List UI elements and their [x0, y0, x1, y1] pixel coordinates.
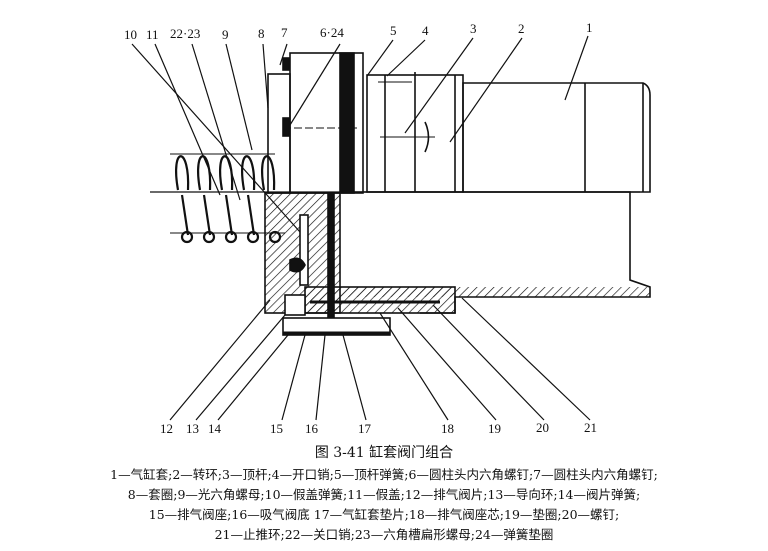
part-label: 5	[390, 23, 397, 38]
part-label: 10	[124, 27, 137, 42]
part-label: 19	[488, 421, 501, 436]
valve-assembly-drawing: 10 11 22·23 9 8 7 6·24 5 4 3 2 1 12 13 1…	[124, 20, 651, 436]
part-label: 9	[222, 27, 229, 42]
part-label: 11	[146, 27, 159, 42]
legend-line: 21—止推环;22—关口销;23—六角槽扁形螺母;24—弹簧垫圈	[214, 527, 554, 542]
part-label: 16	[305, 421, 319, 436]
part-label: 3	[470, 21, 477, 36]
legend-line: 8—套圈;9—光六角螺母;10—假盖弹簧;11—假盖;12—排气阀片;13—导向…	[127, 487, 641, 502]
part-label: 14	[208, 421, 222, 436]
part-label: 18	[441, 421, 454, 436]
rotary-ring	[366, 72, 464, 193]
part-labels-top: 10 11 22·23 9 8 7 6·24 5 4 3 2 1	[124, 20, 593, 42]
part-label: 1	[586, 20, 593, 35]
part-labels-bottom: 12 13 14 15 16 17 18 19 20 21	[160, 420, 597, 436]
part-label: 12	[160, 421, 173, 436]
flange-block	[267, 52, 364, 194]
part-label: 8	[258, 26, 265, 41]
part-label: 13	[186, 421, 199, 436]
part-label: 2	[518, 21, 525, 36]
part-label: 4	[422, 23, 429, 38]
part-label: 17	[358, 421, 372, 436]
part-label: 20	[536, 420, 549, 435]
part-label: 15	[270, 421, 283, 436]
legend-line: 15—排气阀座;16—吸气阀底 17—气缸套垫片;18—排气阀座芯;19—垫圈;…	[148, 507, 620, 522]
part-label: 6·24	[320, 25, 344, 40]
part-label: 22·23	[170, 26, 200, 41]
figure-title: 图 3-41 缸套阀门组合	[314, 445, 454, 461]
part-label: 21	[584, 420, 597, 435]
part-label: 7	[281, 25, 288, 40]
legend-line: 1—气缸套;2—转环;3—顶杆;4—开口销;5—顶杆弹簧;6—圆柱头内六角螺钉;…	[110, 467, 658, 482]
cylinder-sleeve	[150, 82, 651, 314]
leader-lines	[131, 35, 591, 421]
valve-body	[264, 192, 456, 336]
